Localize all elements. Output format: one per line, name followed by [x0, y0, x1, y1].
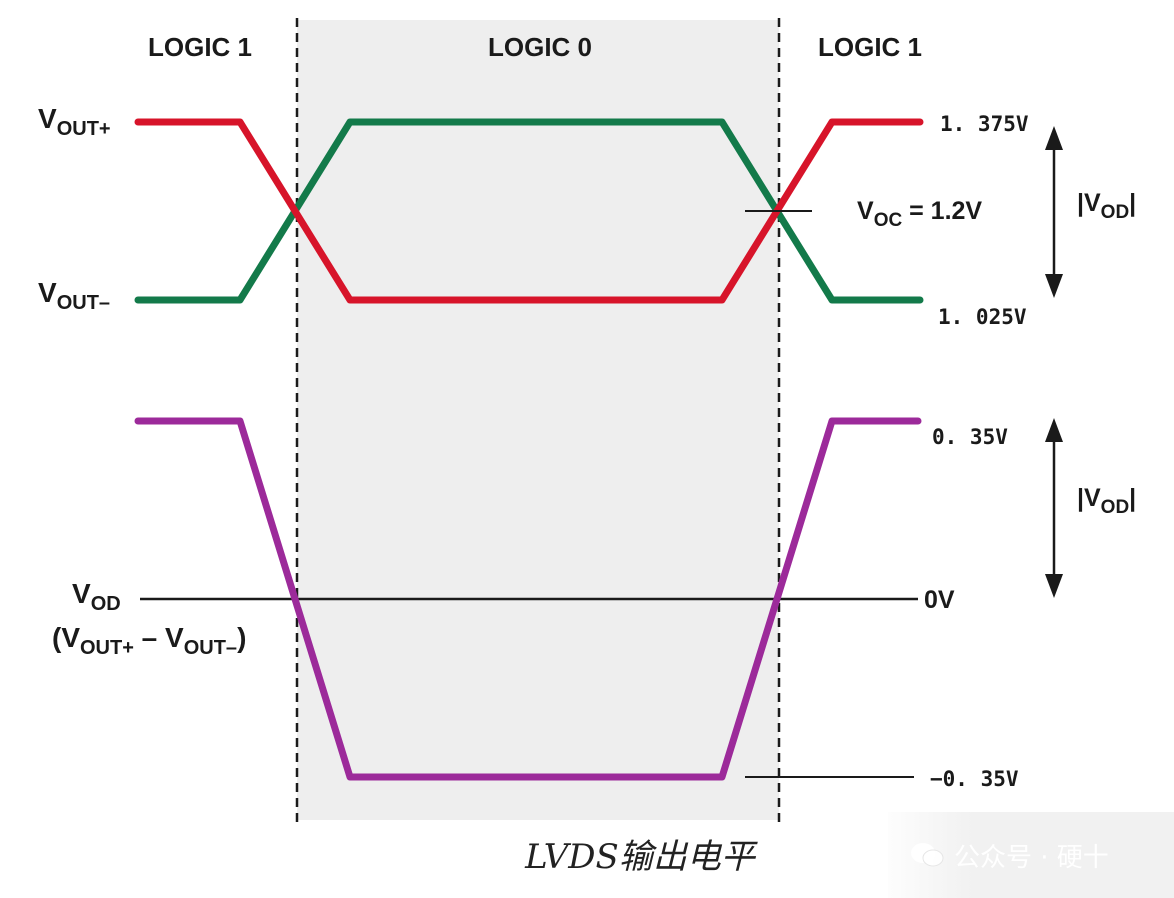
wechat-icon	[911, 843, 944, 867]
voc-label: VOC = 1.2V	[857, 197, 982, 231]
label-vod: VOD	[72, 578, 121, 615]
header-logic1-right: LOGIC 1	[818, 32, 922, 62]
label-vout-minus: VOUT–	[38, 277, 110, 314]
vod-magnitude-label-lower: |VOD|	[1077, 484, 1136, 518]
label-vout-plus: VOUT+	[38, 103, 111, 140]
diagram-caption: LVDS输出电平	[524, 837, 758, 877]
voltage-pos-label: 0. 35V	[932, 425, 1008, 449]
vod-magnitude-label-upper: |VOD|	[1077, 189, 1136, 223]
label-vod-expression: (VOUT+ – VOUT–)	[52, 622, 246, 659]
watermark-text: 公众号 · 硬十	[954, 842, 1109, 873]
header-logic1-left: LOGIC 1	[148, 32, 252, 62]
vod-waveform	[134, 417, 922, 781]
vod-arrow-lower-head-bottom	[1045, 574, 1063, 598]
header-logic0-center: LOGIC 0	[488, 32, 592, 62]
vod-arrow-upper-head-top	[1045, 126, 1063, 150]
voltage-low-label: 1. 025V	[938, 305, 1027, 329]
watermark: 公众号 · 硬十	[888, 812, 1174, 898]
voltage-neg-label: −0. 35V	[930, 767, 1019, 791]
voltage-high-label: 1. 375V	[940, 112, 1029, 136]
vod-arrow-upper-head-bottom	[1045, 274, 1063, 298]
voltage-zero-label: 0V	[924, 586, 955, 614]
vout-minus-waveform	[134, 118, 924, 304]
vout-plus-waveform	[134, 118, 924, 304]
logic0-shaded-region	[297, 20, 779, 820]
vod-arrow-lower-head-top	[1045, 418, 1063, 442]
